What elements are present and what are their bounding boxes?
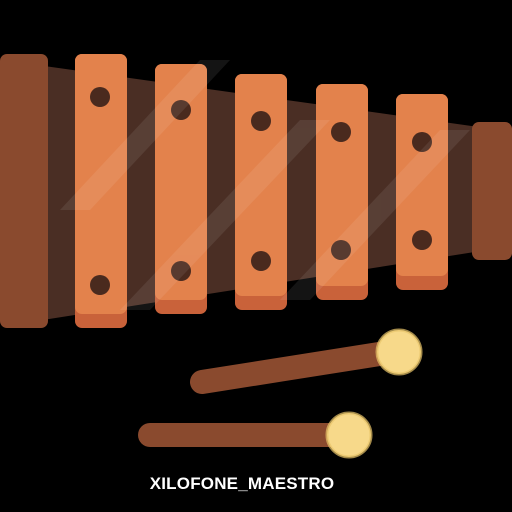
mallet-1-head [377,330,421,374]
xylophone-bar-4[interactable] [316,84,368,300]
bar-4-top-hole [331,122,351,142]
bar-1-top-hole [90,87,110,107]
bar-1-bottom-hole [90,275,110,295]
mallet-2-head [327,413,371,457]
bar-5-bottom-hole [412,230,432,250]
xylophone-bar-2[interactable] [155,64,207,314]
bar-3-top-hole [251,111,271,131]
mallet-1[interactable] [190,328,423,394]
bar-2-top-hole [171,100,191,120]
bar-4-bottom-hole [331,240,351,260]
mallet-1-stick [190,340,404,394]
xylophone-bar-5[interactable] [396,94,448,290]
xylophone-right-post [472,122,512,260]
sheen-stripes [60,60,470,310]
xylophone-left-post [0,54,48,328]
bar-3-bottom-hole [251,251,271,271]
game-title: XILOFONE_MAESTRO [149,474,335,493]
bar-5-top-hole [412,132,432,152]
mallet-2[interactable] [138,411,373,459]
xylophone-bar-1[interactable] [75,54,127,328]
xylophone-bar-3[interactable] [235,74,287,310]
bar-2-bottom-hole [171,261,191,281]
